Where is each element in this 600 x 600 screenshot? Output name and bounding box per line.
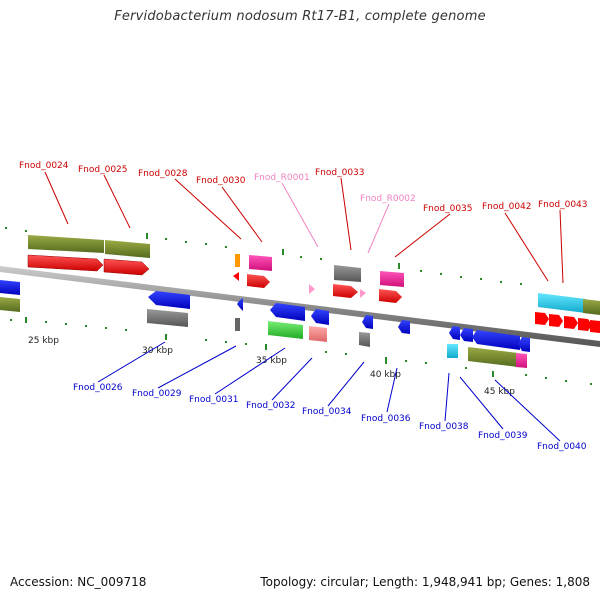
label-fnod-0030: Fnod_0030: [196, 176, 246, 186]
gene-fnod-0026-gray[interactable]: [147, 309, 188, 327]
genome-stats-text: Topology: circular; Length: 1,948,941 bp…: [260, 575, 590, 589]
tick-label-25kbp: 25 kbp: [28, 336, 59, 346]
rna-leader-lines: [281, 182, 390, 254]
label-fnod-0031: Fnod_0031: [189, 395, 239, 405]
label-fnod-0032: Fnod_0032: [246, 401, 296, 411]
tick-label-40kbp: 40 kbp: [370, 370, 401, 380]
label-fnod-r0001: Fnod_R0001: [254, 173, 310, 183]
gene-left-blue[interactable]: [0, 280, 20, 295]
gene-fnod-0038-b[interactable]: [460, 328, 473, 342]
gene-fnod-0042-green[interactable]: [583, 299, 600, 315]
label-fnod-0024: Fnod_0024: [19, 161, 69, 171]
gene-fnod-0036[interactable]: [398, 320, 410, 334]
gene-fnod-0040[interactable]: [468, 347, 518, 367]
lower-leader-lines: [97, 341, 561, 442]
tick-label-30kbp: 30 kbp: [142, 346, 173, 356]
tick-label-45kbp: 45 kbp: [484, 387, 515, 397]
gene-fnod-0030[interactable]: [249, 255, 272, 271]
gene-fnod-0031[interactable]: [270, 303, 305, 321]
label-fnod-0034: Fnod_0034: [302, 407, 352, 417]
gene-fnod-0043-e[interactable]: [590, 320, 600, 333]
gene-fnod-0040-mag[interactable]: [516, 353, 527, 368]
gene-fnod-0033[interactable]: [334, 265, 361, 282]
map-title: Fervidobacterium nodosum Rt17-B1, comple…: [114, 9, 486, 24]
gene-fnod-0035-red[interactable]: [379, 289, 402, 303]
gene-fnod-0024-green[interactable]: [28, 235, 104, 253]
upper-leader-lines: [44, 171, 564, 284]
gene-fnod-0033-red[interactable]: [333, 284, 358, 298]
gene-fnod-0026[interactable]: [148, 291, 190, 309]
scale-major-ticks: [25, 233, 494, 377]
gene-fnod-r0001[interactable]: [309, 284, 315, 294]
tick-label-35kbp: 35 kbp: [256, 356, 287, 366]
gene-fnod-0043-c[interactable]: [564, 316, 578, 329]
label-fnod-0039: Fnod_0039: [478, 431, 528, 441]
label-fnod-0043: Fnod_0043: [538, 200, 588, 210]
label-fnod-0035: Fnod_0035: [423, 204, 473, 214]
accession-text: Accession: NC_009718: [10, 575, 147, 589]
gene-fnod-0025[interactable]: [103, 258, 150, 276]
gene-fnod-0032-salmon[interactable]: [309, 326, 327, 342]
label-fnod-0038: Fnod_0038: [419, 422, 469, 432]
gene-fnod-0031-green[interactable]: [268, 321, 303, 339]
label-fnod-0025: Fnod_0025: [78, 165, 128, 175]
gene-fnod-0043[interactable]: [535, 312, 549, 325]
gene-fnod-0043-d[interactable]: [578, 318, 592, 331]
gene-fnod-0038[interactable]: [449, 326, 460, 340]
gene-fnod-0034[interactable]: [362, 315, 373, 329]
label-fnod-0028: Fnod_0028: [138, 169, 188, 179]
label-fnod-0036: Fnod_0036: [361, 414, 411, 424]
gene-fnod-0030-red[interactable]: [247, 274, 270, 288]
gene-fnod-0029[interactable]: [237, 298, 243, 311]
gene-fnod-0024[interactable]: [27, 254, 104, 272]
gene-fnod-0039[interactable]: [472, 330, 520, 350]
gene-fnod-0028-red[interactable]: [233, 272, 239, 281]
label-fnod-r0002: Fnod_R0002: [360, 194, 416, 204]
gene-fnod-0035[interactable]: [380, 271, 404, 287]
gene-fnod-0034-gray[interactable]: [359, 332, 370, 347]
label-fnod-0026: Fnod_0026: [73, 383, 123, 393]
gene-fnod-0039-b[interactable]: [518, 337, 530, 352]
gene-fnod-0043-b[interactable]: [549, 314, 563, 327]
label-fnod-0033: Fnod_0033: [315, 168, 365, 178]
gene-fnod-r0002[interactable]: [360, 289, 366, 298]
gene-fnod-0042[interactable]: [538, 293, 586, 313]
gene-fnod-0025-green[interactable]: [105, 240, 150, 258]
gene-fnod-0029-gray[interactable]: [235, 318, 240, 331]
gene-fnod-0038-cyan[interactable]: [447, 344, 458, 358]
label-fnod-0040: Fnod_0040: [537, 442, 587, 452]
gene-fnod-0032[interactable]: [311, 309, 329, 325]
gene-left-green[interactable]: [0, 297, 20, 312]
label-fnod-0029: Fnod_0029: [132, 389, 182, 399]
label-fnod-0042: Fnod_0042: [482, 202, 532, 212]
gene-fnod-0028[interactable]: [235, 254, 240, 267]
